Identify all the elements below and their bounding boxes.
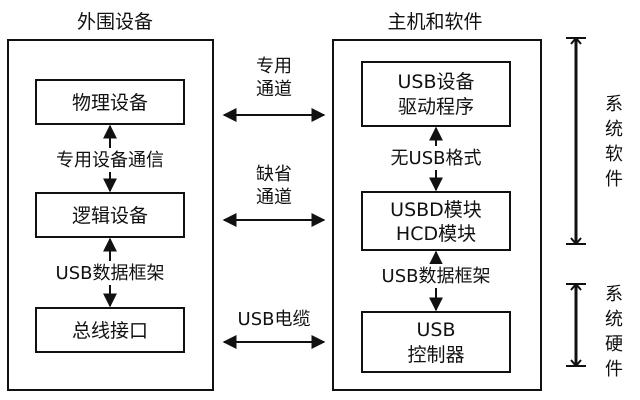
usb-controller-label-2: 控制器 (407, 344, 464, 366)
host-frame-label-bg (368, 264, 504, 288)
system-hardware-char-3: 硬 (605, 334, 623, 355)
bus-interface-label: 总线接口 (72, 320, 148, 342)
system-software-char-1: 系 (605, 94, 623, 115)
usbd-module-label: USBD模块 (390, 199, 482, 221)
system-software-char-2: 统 (605, 119, 623, 140)
logical-device-label: 逻辑设备 (72, 205, 148, 227)
physical-device-box (35, 79, 185, 125)
system-software-bracket-bottom (566, 237, 586, 245)
peripheral-frame-label-bg (40, 261, 180, 285)
default-channel-label-2: 通道 (256, 187, 292, 208)
system-hardware-bracket-bottom (566, 359, 586, 367)
system-software-char-3: 软 (605, 144, 623, 165)
physical-device-label: 物理设备 (72, 92, 148, 114)
usb-controller-label-1: USB (416, 319, 455, 341)
no-usb-format-label: 无USB格式 (391, 148, 482, 169)
device-driver-box (361, 61, 511, 127)
default-channel-label-1: 缺省 (256, 164, 292, 185)
system-hardware-char-2: 统 (605, 309, 623, 330)
peripheral-title: 外围设备 (77, 11, 153, 33)
host-usb-frame-label: USB数据框架 (382, 266, 491, 287)
usb-cable-label: USB电缆 (238, 309, 311, 330)
hcd-module-label: HCD模块 (396, 223, 476, 245)
no-usb-format-label-bg (376, 146, 496, 170)
dedicated-comm-label: 专用设备通信 (56, 150, 164, 171)
system-hardware-bracket-top (566, 283, 586, 291)
peripheral-usb-frame-label: USB数据框架 (56, 263, 165, 284)
system-hardware-char-4: 件 (605, 359, 623, 380)
host-title: 主机和软件 (387, 11, 482, 33)
usbd-hcd-box (361, 191, 511, 251)
device-driver-label-1: USB设备 (397, 71, 474, 93)
dedicated-channel-label-2: 通道 (256, 79, 292, 100)
dedicated-comm-label-bg (38, 148, 184, 172)
logical-device-box (35, 192, 185, 238)
bus-interface-box (35, 307, 185, 353)
system-software-bracket-top (566, 37, 586, 45)
dedicated-channel-label-1: 专用 (256, 56, 292, 77)
system-software-char-4: 件 (605, 169, 623, 190)
system-hardware-char-1: 系 (605, 284, 623, 305)
device-driver-label-2: 驱动程序 (398, 96, 474, 118)
usb-controller-box (361, 311, 511, 373)
